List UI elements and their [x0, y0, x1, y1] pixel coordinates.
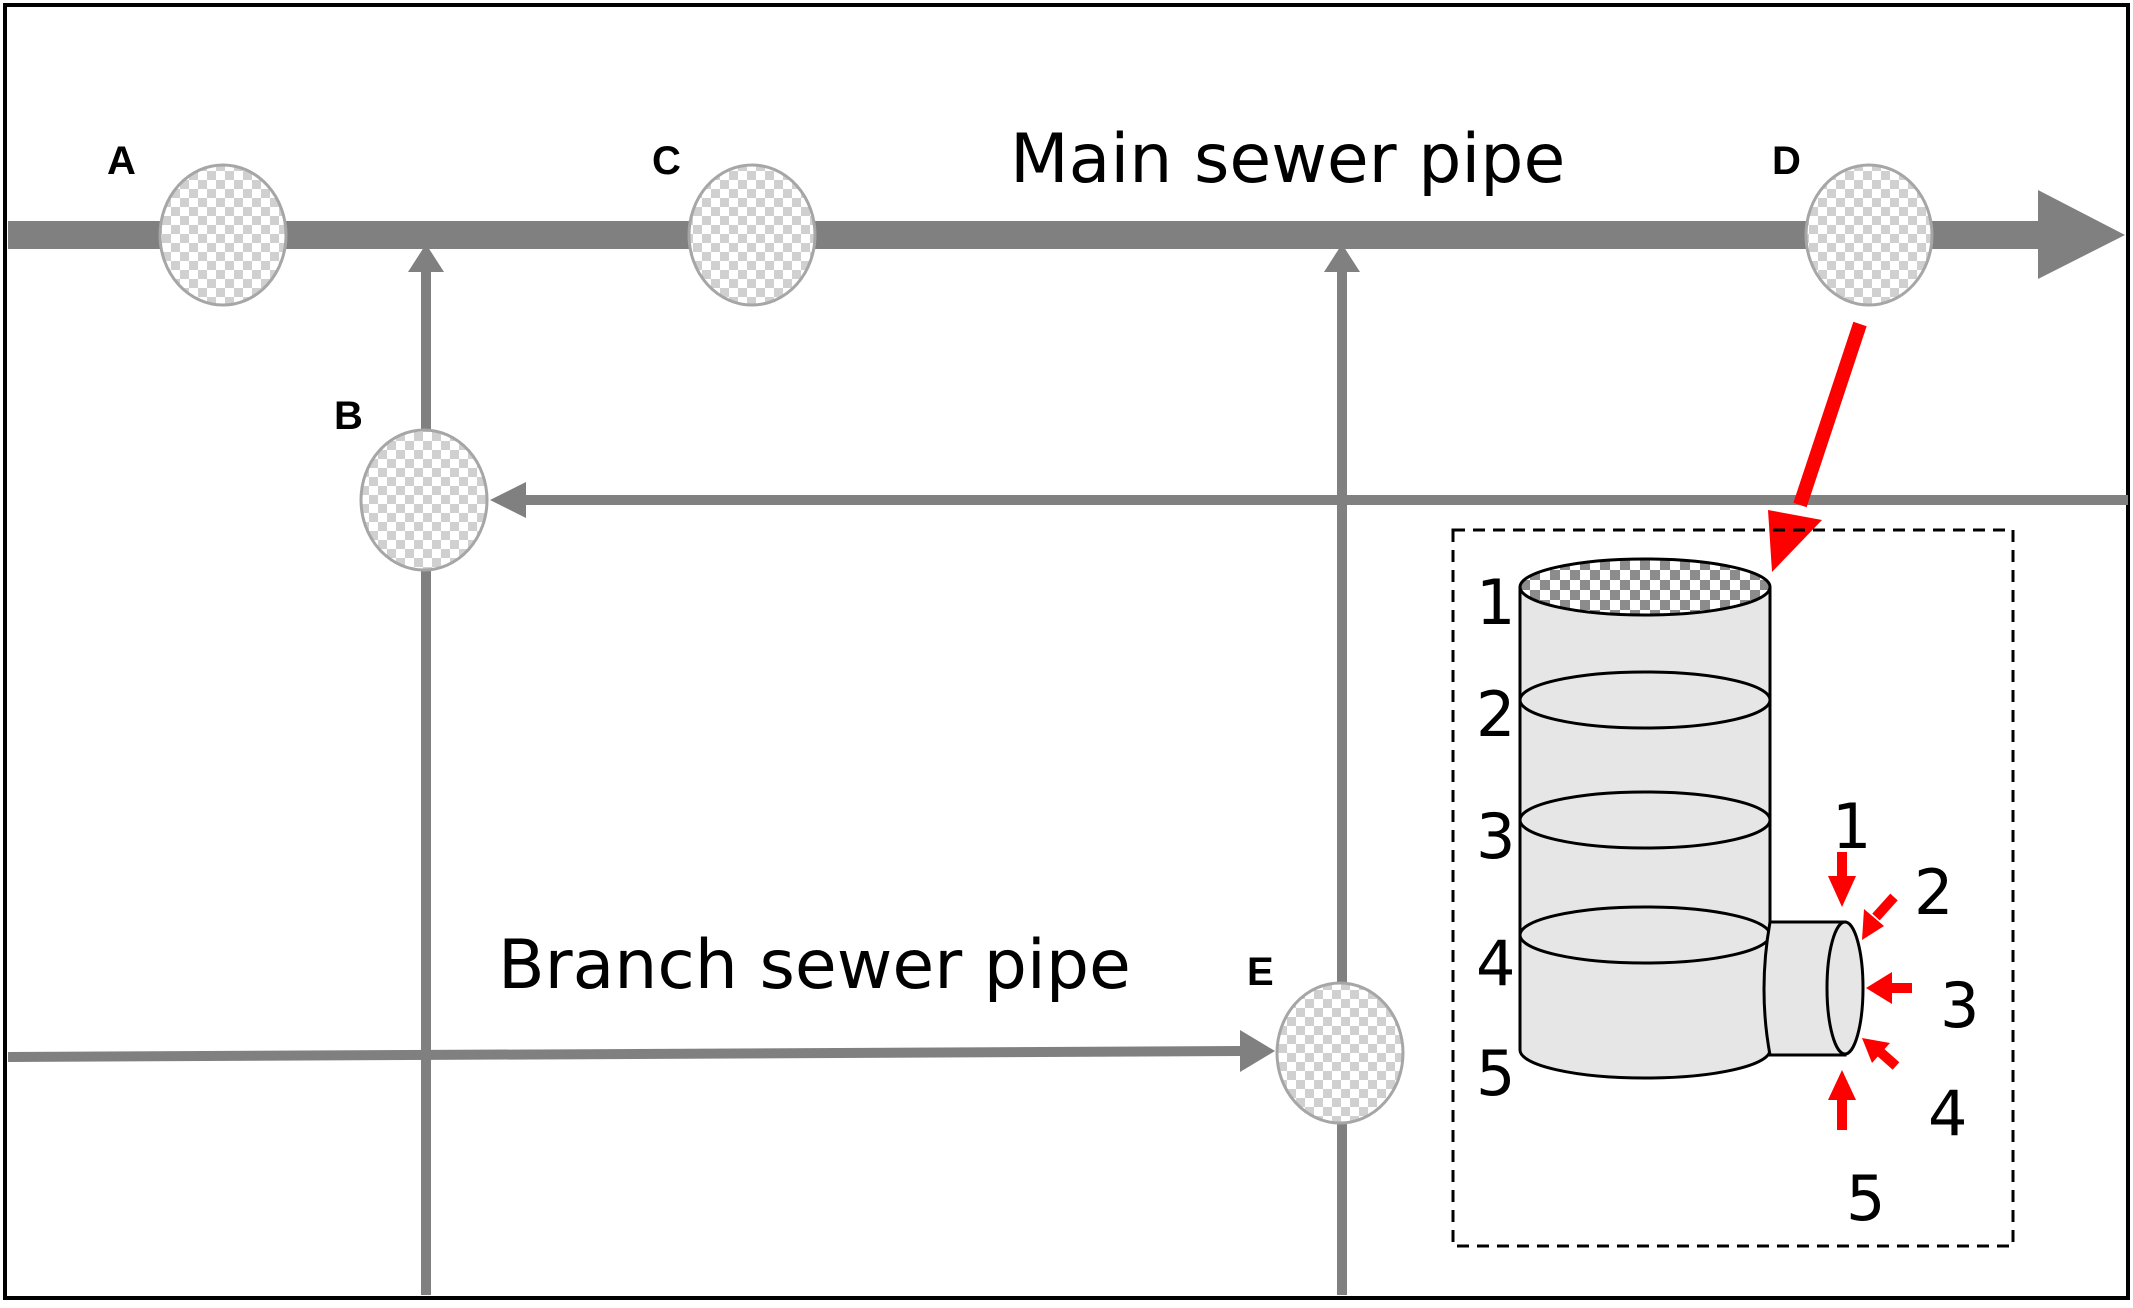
manhole-cylinder [1518, 557, 1772, 1080]
manhole-label-e: E [1247, 950, 1274, 994]
horizontal-pipe-to-b [490, 482, 2128, 518]
inlet-level-3: 3 [1940, 969, 1979, 1042]
inlet-arrow-5 [1828, 1070, 1856, 1130]
manhole-e [1275, 981, 1405, 1125]
inlet-arrow-1 [1828, 852, 1856, 907]
figure-frame [3, 3, 2130, 1300]
manhole-level-4: 4 [1476, 927, 1515, 1000]
inlet-pipe-opening [1825, 920, 1865, 1056]
inlet-level-1: 1 [1832, 790, 1871, 863]
manhole-level-5: 5 [1476, 1037, 1515, 1110]
manhole-b [359, 428, 489, 572]
inlet-level-2: 2 [1914, 856, 1953, 929]
callout-arrow [1768, 321, 1867, 572]
manhole-top-opening [1518, 557, 1772, 617]
manhole-c [687, 163, 817, 307]
branch-sewer-pipe-label: Branch sewer pipe [498, 926, 1131, 1005]
vertical-pipe-right [1324, 244, 1360, 1295]
manhole-d [1804, 163, 1934, 307]
manhole-level-3: 3 [1476, 800, 1515, 873]
inlet-level-5: 5 [1846, 1162, 1885, 1235]
manhole-label-d: D [1772, 139, 1801, 183]
inlet-level-4: 4 [1928, 1077, 1967, 1150]
manhole-a [158, 163, 288, 307]
manhole-label-b: B [334, 394, 363, 438]
manhole-level-1: 1 [1476, 566, 1515, 639]
manhole-level-2: 2 [1476, 678, 1515, 751]
inlet-arrow-3 [1866, 972, 1912, 1004]
manhole-label-c: C [652, 139, 681, 183]
main-sewer-pipe [8, 190, 2125, 279]
inlet-pipe [1762, 920, 1865, 1057]
branch-sewer-pipe [8, 1030, 1275, 1072]
main-pipe-arrowhead [2038, 190, 2125, 279]
inlet-arrow-2 [1862, 893, 1898, 940]
vertical-pipe-left [408, 244, 444, 1295]
manhole-label-a: A [107, 139, 136, 183]
inlet-arrow-4 [1862, 1038, 1900, 1070]
branch-pipe-arrowhead [1240, 1030, 1275, 1072]
detail-inset-box [1451, 528, 2015, 1248]
main-sewer-pipe-label: Main sewer pipe [1010, 120, 1565, 199]
